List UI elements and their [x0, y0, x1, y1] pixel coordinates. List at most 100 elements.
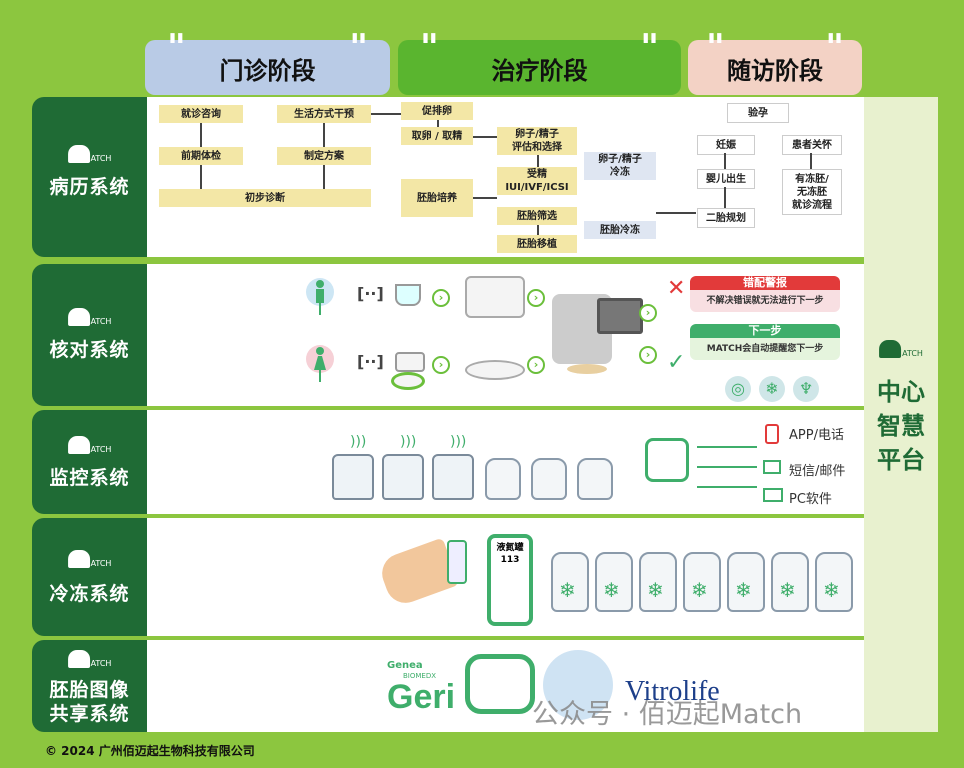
- system-medical-record: ATCH 病历系统: [32, 97, 147, 257]
- flow-box: 胚胎培养: [401, 179, 473, 217]
- arrow-right-icon: ›: [527, 356, 545, 374]
- platform-label: 平台: [877, 446, 925, 474]
- system-label: 胚胎图像: [49, 679, 130, 701]
- flow-box: 促排卵: [401, 102, 473, 120]
- check-icon: ✓: [667, 350, 686, 375]
- check-panel: [··] [··] › › › › › › ✕ ✓ 错配警报 不解决错误就无法进…: [147, 264, 864, 406]
- petri-dish-icon: [465, 360, 525, 380]
- flow-box: 取卵 / 取精: [401, 127, 473, 145]
- arrow-right-icon: ›: [639, 346, 657, 364]
- vitrolife-logo: Vitrolife: [625, 676, 720, 707]
- quote-icon: ": [825, 27, 844, 69]
- incubator-icon: [382, 454, 424, 500]
- flow-box: 初步诊断: [159, 189, 371, 207]
- snowflake-icon: ❄: [603, 578, 620, 602]
- match-logo: ATCH: [67, 145, 111, 163]
- cloud-server-icon: [645, 438, 689, 482]
- wifi-icon: ))): [400, 434, 417, 450]
- quote-icon: ": [349, 27, 368, 69]
- system-label: 监控系统: [49, 467, 130, 489]
- flow-box: 婴儿出生: [697, 169, 755, 189]
- wifi-icon: ))): [450, 434, 467, 450]
- close-icon: ✕: [667, 276, 686, 301]
- snowflake-icon: ❄: [735, 578, 752, 602]
- uterus-icon: ♆: [793, 376, 819, 402]
- freeze-panel: 液氮罐 113 ❄ ❄ ❄ ❄ ❄ ❄ ❄: [147, 518, 864, 636]
- genea-logo: Genea: [387, 660, 423, 671]
- stage-label: 治疗阶段: [491, 57, 588, 85]
- flow-box: 制定方案: [277, 147, 371, 165]
- geri-logo: Geri: [387, 678, 456, 716]
- system-label: 核对系统: [49, 339, 130, 361]
- quote-icon: ": [167, 27, 186, 69]
- match-logo: ATCH: [67, 308, 111, 326]
- flow-box: 前期体检: [159, 147, 243, 165]
- flow-box: 验孕: [727, 103, 789, 123]
- straw-icon: [447, 540, 467, 584]
- tank-icon: [485, 458, 521, 500]
- pc-icon: [763, 488, 783, 502]
- error-title: 错配警报: [690, 276, 840, 290]
- arrow-right-icon: ›: [527, 289, 545, 307]
- monitor-panel: ))) ))) ))) APP/电话 短信/邮件 PC软件: [147, 410, 864, 514]
- snowflake-icon: ❄: [691, 578, 708, 602]
- tank-label: 液氮罐: [496, 543, 524, 553]
- stage-treatment: " " 治疗阶段: [398, 30, 681, 95]
- stage-label: 随访阶段: [727, 57, 823, 85]
- system-monitor: ATCH 监控系统: [32, 410, 147, 514]
- tube-rack-icon: [465, 276, 525, 318]
- system-label: 冷冻系统: [49, 583, 130, 605]
- match-logo: ATCH: [67, 550, 111, 568]
- snowflake-icon: ❄: [559, 578, 576, 602]
- arrow-right-icon: ›: [432, 356, 450, 374]
- flow-box: 卵子/精子 评估和选择: [497, 127, 577, 155]
- phone-icon: [765, 424, 779, 444]
- cell-icon: ◎: [725, 376, 751, 402]
- match-logo: ATCH: [879, 340, 923, 358]
- snowflake-icon: ❄: [823, 578, 840, 602]
- quote-icon: ": [420, 27, 439, 69]
- biomedx-logo: BIOMEDX: [403, 672, 437, 680]
- footer: © 2024 广州佰迈起生物科技有限公司: [45, 744, 255, 758]
- arrow-right-icon: ›: [639, 304, 657, 322]
- incubator-icon: [432, 454, 474, 500]
- wifi-icon: ))): [350, 434, 367, 450]
- flow-box: 二胎规划: [697, 208, 755, 228]
- mail-icon: [763, 460, 781, 474]
- flow-box: 患者关怀: [782, 135, 842, 155]
- next-title: 下一步: [690, 324, 840, 338]
- system-freeze: ATCH 冷冻系统: [32, 518, 147, 636]
- dish-icon: [395, 352, 425, 372]
- quote-icon: ": [640, 27, 659, 69]
- pc-label: PC软件: [789, 492, 832, 507]
- flow-box: 生活方式干预: [277, 105, 371, 123]
- flow-box: 胚胎移植: [497, 235, 577, 253]
- sms-label: 短信/邮件: [789, 464, 846, 479]
- match-logo: ATCH: [67, 436, 111, 454]
- female-patient-icon: [306, 345, 334, 382]
- quote-icon: ": [706, 27, 725, 69]
- medical-record-panel: 就诊咨询 生活方式干预 前期体检 制定方案 初步诊断 促排卵 取卵 / 取精 卵…: [147, 97, 864, 257]
- incubator-icon: [332, 454, 374, 500]
- central-platform: ATCH 中心 智慧 平台: [864, 97, 938, 732]
- platform-label: 中心: [877, 378, 925, 406]
- face-scan-icon: [··]: [357, 352, 384, 371]
- watermark: 公众号 · 佰迈起Match: [532, 699, 803, 730]
- system-label: 共享系统: [49, 703, 130, 725]
- flow-box: 卵子/精子 冷冻: [584, 152, 656, 180]
- male-patient-icon: [306, 278, 334, 315]
- flow-box: 胚胎筛选: [497, 207, 577, 225]
- dish-icon: [391, 372, 425, 390]
- arrow-right-icon: ›: [432, 289, 450, 307]
- flow-box: 妊娠: [697, 135, 755, 155]
- snowflake-icon: ❄: [779, 578, 796, 602]
- phone-icon: 液氮罐 113: [487, 534, 533, 626]
- tank-number: 113: [500, 555, 520, 565]
- face-scan-icon: [··]: [357, 284, 384, 303]
- match-logo: ATCH: [67, 650, 111, 668]
- incubator-device-icon: [543, 650, 613, 720]
- geri-device-icon: [465, 654, 535, 714]
- stage-followup: " " 随访阶段: [688, 30, 862, 95]
- stage-tray-icon: [567, 364, 607, 374]
- tank-icon: [531, 458, 567, 500]
